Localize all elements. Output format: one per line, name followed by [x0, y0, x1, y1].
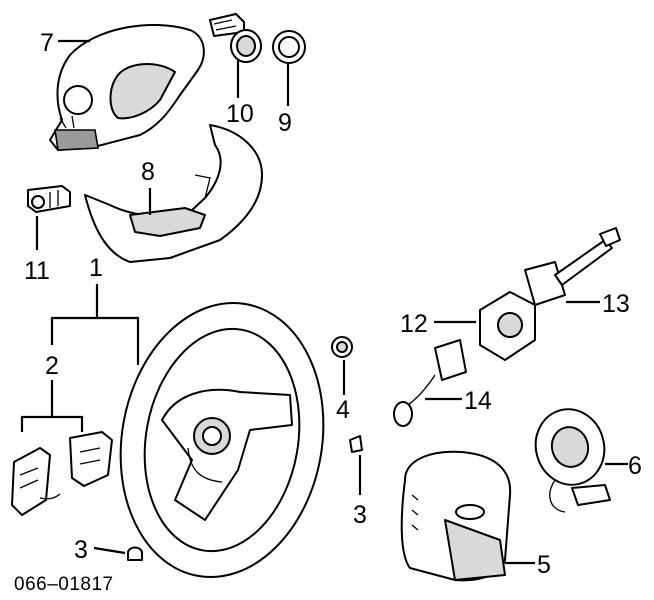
callout-14: 14 — [464, 387, 492, 415]
callout-2: 2 — [45, 352, 59, 380]
callout-12: 12 — [400, 310, 428, 338]
spiral-cable — [534, 408, 611, 513]
steering-wheel — [119, 301, 325, 579]
callout-13: 13 — [602, 290, 630, 318]
ignition-switch-part — [209, 13, 262, 63]
callout-10: 10 — [226, 100, 254, 128]
callout-4: 4 — [336, 396, 350, 424]
diagram-reference-number: 066–01817 — [14, 574, 114, 595]
callout-6: 6 — [628, 452, 642, 480]
airbag-module — [400, 450, 512, 582]
combination-switch — [393, 227, 621, 427]
column-cover-lower — [84, 124, 263, 263]
steering-remote-switch — [11, 431, 113, 516]
callout-8: 8 — [141, 158, 155, 186]
switch-assembly — [27, 185, 71, 213]
callout-7: 7 — [40, 29, 54, 57]
screw-cap-left — [127, 546, 143, 561]
screw-clip-center — [349, 435, 363, 453]
column-cover-upper — [49, 24, 205, 151]
callout-1: 1 — [89, 254, 103, 282]
grommet-part — [331, 336, 353, 358]
callout-3-center: 3 — [353, 501, 367, 529]
leader-lines — [20, 39, 628, 565]
callout-5: 5 — [537, 551, 551, 579]
callout-11: 11 — [24, 257, 50, 285]
key-ring-illumination — [272, 30, 306, 64]
callout-9: 9 — [278, 109, 292, 137]
callout-3-left: 3 — [74, 536, 88, 564]
